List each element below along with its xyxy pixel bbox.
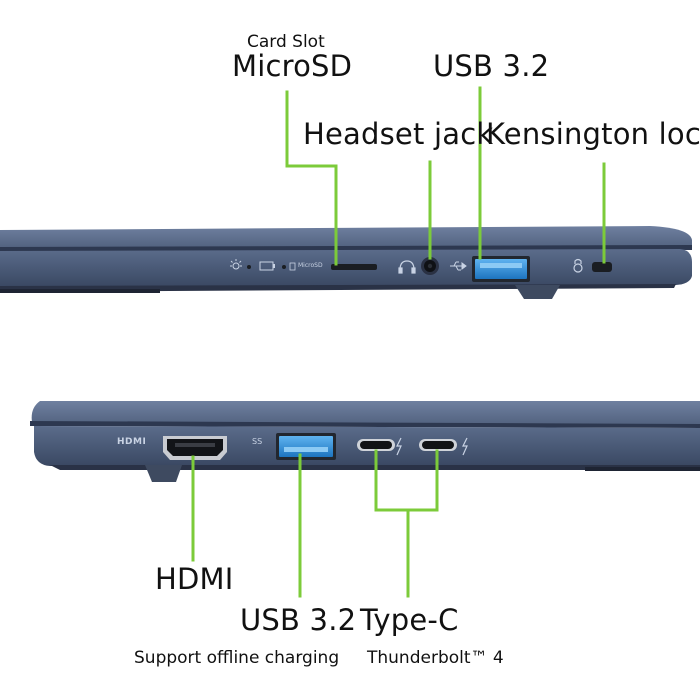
type-c-label: Type-C bbox=[360, 603, 459, 637]
ss-usb-engraving: SS bbox=[252, 437, 263, 446]
kensington-lock-label: Kensington lock bbox=[486, 117, 700, 151]
sd-card-icon bbox=[289, 262, 296, 271]
status-indicators bbox=[230, 259, 296, 271]
thunderbolt-icon-2 bbox=[462, 437, 468, 456]
battery-icon bbox=[259, 261, 275, 271]
usb-a-port-top bbox=[472, 256, 530, 282]
hdmi-label: HDMI bbox=[155, 562, 234, 596]
top-laptop-body bbox=[0, 226, 692, 299]
usb-icon bbox=[450, 261, 467, 271]
kensington-slot bbox=[592, 262, 612, 272]
headset-icon bbox=[398, 260, 416, 274]
lock-icon bbox=[573, 258, 583, 273]
top-laptop-underside bbox=[0, 284, 676, 292]
usb-bottom-label: USB 3.2 bbox=[240, 603, 357, 637]
headset-jack bbox=[421, 257, 439, 275]
microsd-slot bbox=[331, 264, 377, 270]
top-laptop-foot bbox=[515, 285, 560, 299]
top-laptop-lid bbox=[0, 226, 692, 248]
bottom-laptop-seam bbox=[30, 421, 700, 428]
headset-jack-label: Headset jack bbox=[303, 117, 494, 151]
usb-offline-charging-label: Support offline charging bbox=[134, 648, 340, 668]
microsd-label: MicroSD bbox=[232, 49, 353, 83]
microsd-engraving: MicroSD bbox=[298, 262, 323, 269]
usb-top-label: USB 3.2 bbox=[433, 49, 550, 83]
power-light-icon bbox=[230, 259, 242, 270]
card-slot-label: Card Slot bbox=[247, 32, 325, 52]
power-led bbox=[247, 265, 251, 269]
usb-a-port-bottom bbox=[276, 433, 336, 460]
hdmi-port bbox=[163, 436, 227, 460]
hdmi-engraving: HDMI bbox=[117, 437, 147, 447]
callout-microsd bbox=[285, 90, 338, 266]
thunderbolt-icon-1 bbox=[396, 437, 402, 456]
thunderbolt-label: Thunderbolt™ 4 bbox=[367, 648, 504, 668]
top-laptop-vents bbox=[0, 289, 160, 293]
callout-lines bbox=[191, 86, 606, 598]
usb-c-port-2 bbox=[419, 439, 457, 451]
bottom-laptop-lid bbox=[31, 401, 700, 425]
usb-c-port-1 bbox=[357, 439, 395, 451]
bottom-laptop-foot bbox=[145, 465, 182, 482]
battery-led bbox=[282, 265, 286, 269]
bottom-laptop-vents bbox=[585, 467, 700, 471]
